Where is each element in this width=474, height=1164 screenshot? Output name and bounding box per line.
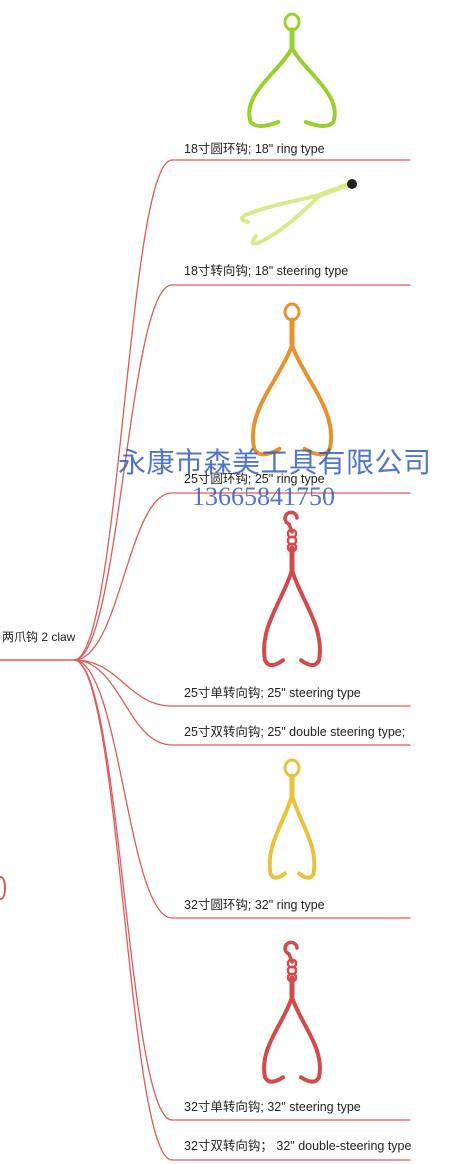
hook-arm-left	[262, 995, 294, 1084]
branch-label-3: 25寸圆环钩; 25" ring type	[184, 472, 325, 486]
branch-line-8	[73, 659, 411, 1161]
branch-label-1: 18寸圆环钩; 18" ring type	[184, 142, 325, 156]
swivel-knob	[347, 179, 357, 189]
hook-arm-right	[290, 343, 334, 457]
hook-arm-right	[290, 793, 317, 880]
green-ring-claw-hook-icon	[247, 12, 337, 128]
hook-arm-right	[290, 46, 337, 128]
steer-arm-bottom	[250, 193, 322, 246]
branch-label-8: 32寸双转向钩； 32" double-steering type	[184, 1139, 412, 1153]
pale-green-steering-claw-hook-icon	[240, 179, 357, 246]
branch-label-2: 18寸转向钩; 18" steering type	[184, 264, 349, 278]
hook-arm-left	[267, 793, 294, 880]
steer-arm-top	[240, 193, 322, 224]
hook-arm-left	[262, 567, 294, 668]
hook-top	[283, 940, 299, 964]
branch-line-4	[73, 659, 411, 707]
branch-line-1	[73, 159, 411, 661]
red-steering-claw-hook-icon	[262, 940, 322, 1084]
branch-label-7: 32寸单转向钩; 32" steering type	[184, 1100, 361, 1114]
branch-label-6: 32寸圆环钩; 32" ring type	[184, 898, 325, 912]
branch-line-5	[73, 659, 411, 746]
branch-line-3	[73, 492, 411, 661]
hook-arm-right	[290, 567, 322, 668]
red-steering-claw-hook-icon	[262, 510, 322, 668]
branch-label-5: 25寸双转向钩; 25" double steering type;	[184, 725, 406, 739]
hook-top	[283, 510, 299, 534]
yellow-ring-claw-hook-icon	[267, 758, 317, 880]
orange-ring-claw-hook-icon	[250, 302, 334, 457]
branch-line-6	[73, 659, 411, 919]
hook-arm-left	[250, 343, 294, 457]
steer-shank	[317, 181, 353, 198]
branch-label-4: 25寸单转向钩; 25" steering type	[184, 686, 361, 700]
hook-arm-right	[290, 995, 322, 1084]
root-label: 两爪钩 2 claw	[2, 630, 76, 644]
hook-arm-left	[247, 46, 294, 128]
branch-line-2	[73, 284, 411, 661]
